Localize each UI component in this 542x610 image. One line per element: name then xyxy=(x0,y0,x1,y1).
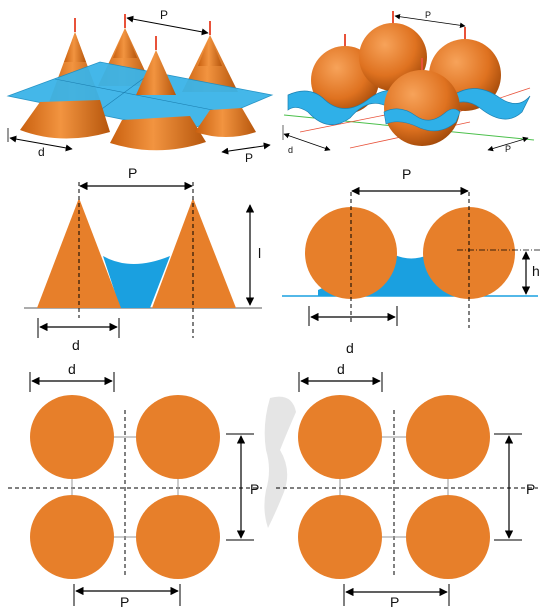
label-p-spheres-3d-side: P xyxy=(505,144,511,154)
label-h-spheres-section: h xyxy=(532,263,540,279)
label-p-spheres-section: P xyxy=(402,166,411,182)
label-p-top-view-left-horizontal: P xyxy=(120,594,129,610)
label-d-cones-3d: d xyxy=(38,145,45,159)
liquid-meniscus-cones xyxy=(103,256,170,308)
circle-top-right-b xyxy=(406,395,490,479)
label-d-spheres-section: d xyxy=(346,340,354,356)
label-p-cones-3d-side: P xyxy=(245,151,253,165)
circle-top-right-c xyxy=(298,495,382,579)
label-l-cones-section: l xyxy=(258,245,261,261)
panel-spheres-3d: P d P xyxy=(282,10,535,155)
circle-top-right-d xyxy=(406,495,490,579)
label-d-spheres-3d: d xyxy=(288,145,293,155)
label-p-spheres-3d: P xyxy=(425,10,431,20)
sphere-section-right xyxy=(423,207,515,299)
cone-front-mid xyxy=(110,50,206,151)
panel-top-view-left: d P P xyxy=(8,361,262,610)
panel-spheres-section: P h d xyxy=(282,166,540,356)
label-p-cones-3d: P xyxy=(160,8,168,22)
label-p-top-view-right-vertical: P xyxy=(526,481,535,497)
watermark-shape xyxy=(264,396,296,528)
label-d-top-view-left: d xyxy=(68,361,76,377)
circle-top-right-a xyxy=(298,395,382,479)
sphere-section-left xyxy=(305,207,397,299)
panel-top-view-right: d P P xyxy=(264,361,538,610)
cone-front-right xyxy=(195,108,256,137)
sphere-front xyxy=(384,70,460,146)
label-p-top-view-left-vertical: P xyxy=(250,481,259,497)
cone-section-right xyxy=(152,198,236,308)
label-d-cones-section: d xyxy=(72,337,80,353)
panel-cones-3d: P d P xyxy=(6,8,274,165)
cone-front-left xyxy=(20,100,110,139)
panel-cones-section: P l d xyxy=(24,165,262,353)
circle-top-left-c xyxy=(30,495,114,579)
label-d-top-view-right: d xyxy=(337,361,345,377)
circle-top-left-a xyxy=(30,395,114,479)
label-p-top-view-right-horizontal: P xyxy=(390,594,399,610)
circle-top-left-b xyxy=(136,395,220,479)
label-p-cones-section: P xyxy=(128,165,137,181)
circle-top-left-d xyxy=(136,495,220,579)
